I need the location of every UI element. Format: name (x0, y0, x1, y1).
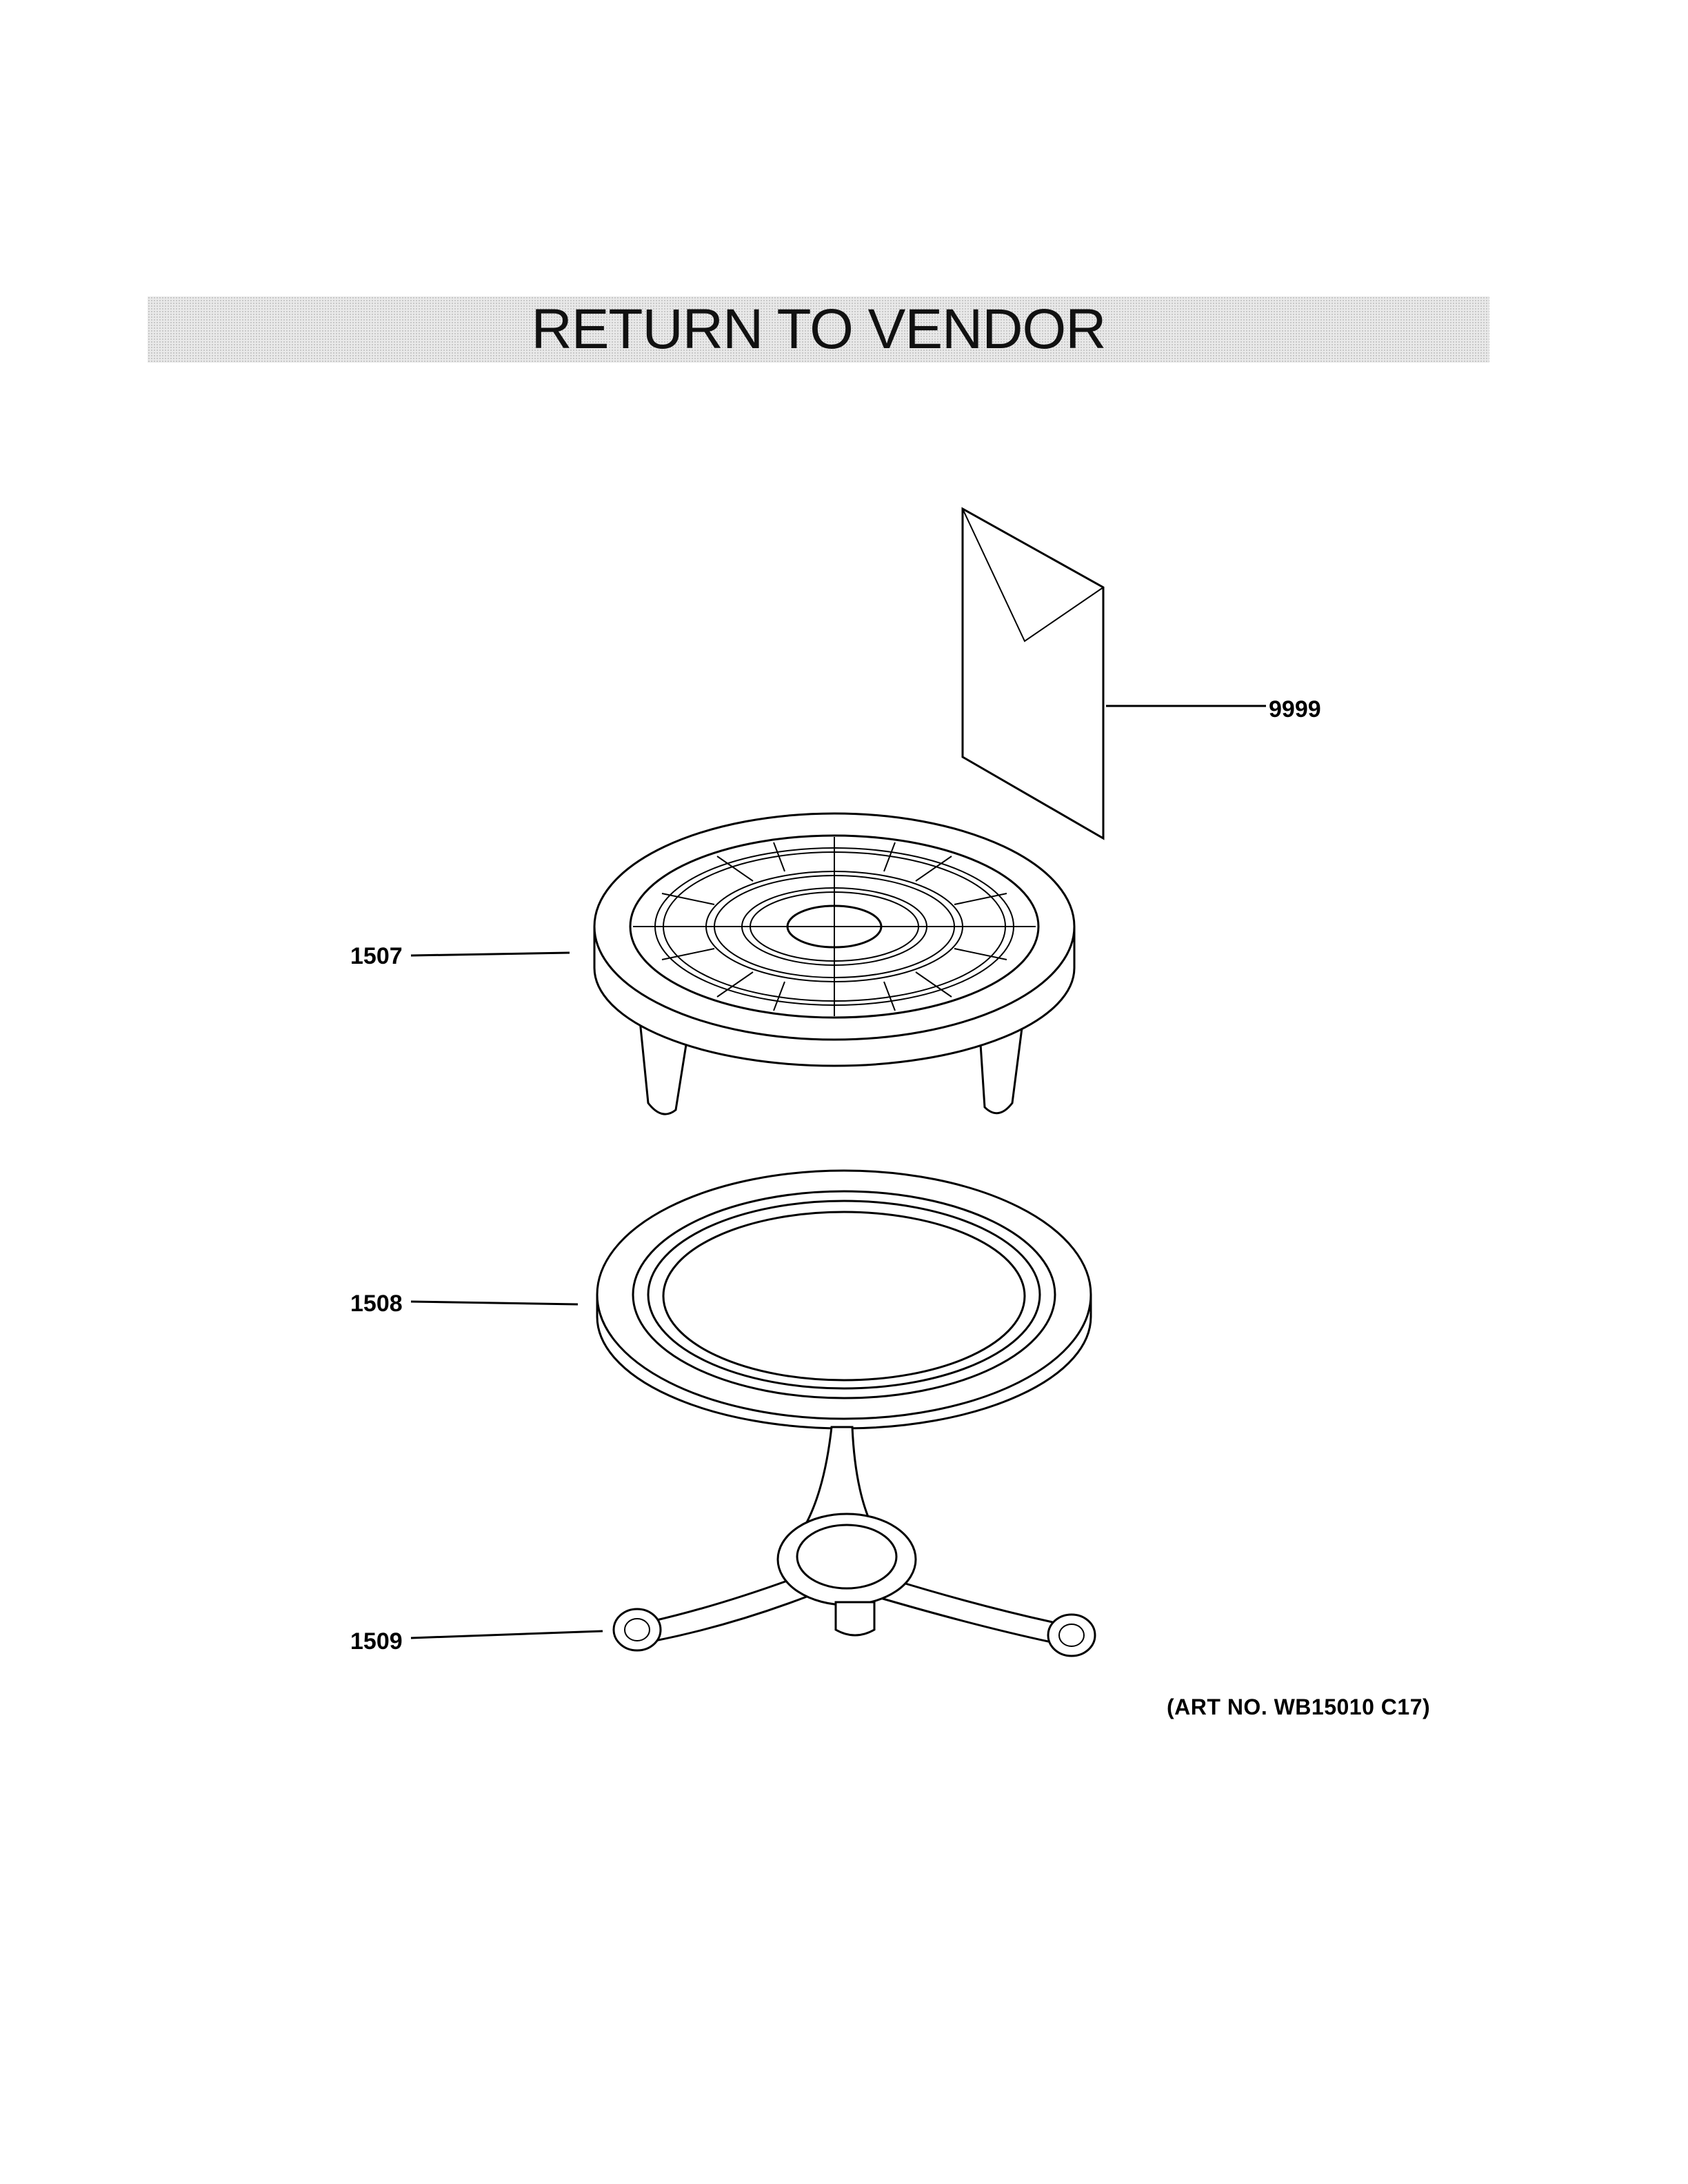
glass-tray-part (410, 1169, 1092, 1430)
rack-part (410, 812, 1076, 1115)
page-title: RETURN TO VENDOR (531, 298, 1107, 361)
roller-support-part (410, 1426, 1096, 1657)
manual-sheet-part (961, 507, 1266, 840)
part-callout-1509: 1509 (350, 1628, 403, 1655)
part-callout-1508: 1508 (350, 1291, 403, 1317)
art-number: (ART NO. WB15010 C17) (1167, 1695, 1431, 1719)
part-callout-9999: 9999 (1269, 696, 1321, 722)
part-callout-1507: 1507 (350, 943, 403, 969)
title-banner: RETURN TO VENDOR (148, 296, 1489, 363)
